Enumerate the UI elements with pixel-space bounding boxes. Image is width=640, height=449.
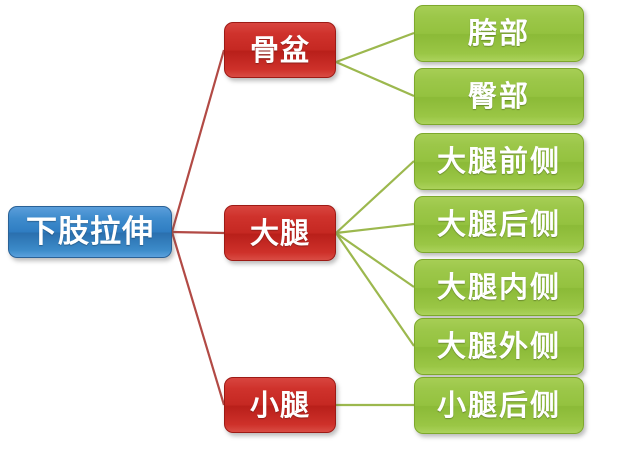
branch-node-datui[interactable]: 大腿 (224, 205, 336, 261)
leaf-node-label: 大腿后侧 (436, 207, 561, 241)
leaf-node-datui-neice[interactable]: 大腿内侧 (414, 259, 584, 316)
edge-gupen-to-kuabu (335, 31, 415, 64)
edge-datui-to-qiance (335, 160, 415, 234)
leaf-node-label: 胯部 (467, 16, 530, 50)
root-node-xiazhilashen[interactable]: 下肢拉伸 (8, 206, 172, 258)
branch-node-gupen[interactable]: 骨盆 (224, 22, 336, 78)
branch-node-label: 大腿 (249, 215, 310, 250)
leaf-node-label: 小腿后侧 (436, 388, 561, 422)
branch-node-xiaotui[interactable]: 小腿 (224, 377, 336, 433)
leaf-node-label: 臀部 (467, 79, 530, 113)
branch-node-label: 骨盆 (249, 32, 310, 67)
edge-gupen-to-tunbu (335, 60, 415, 98)
leaf-node-tunbu[interactable]: 臀部 (414, 68, 584, 125)
leaf-node-kuabu[interactable]: 胯部 (414, 5, 584, 62)
edge-datui-to-waice (335, 232, 415, 347)
leaf-node-datui-waice[interactable]: 大腿外侧 (414, 318, 584, 375)
leaf-node-datui-houce[interactable]: 大腿后侧 (414, 196, 584, 253)
leaf-node-label: 大腿前侧 (436, 144, 561, 178)
edge-root-to-xiaotui (170, 231, 226, 406)
leaf-node-label: 大腿内侧 (436, 270, 561, 304)
edge-datui-to-houce (335, 222, 415, 235)
leaf-node-xiaotui-houce[interactable]: 小腿后侧 (414, 377, 584, 434)
edge-root-to-gupen (170, 49, 226, 233)
edge-datui-to-neice (335, 232, 415, 288)
branch-node-label: 小腿 (249, 387, 310, 422)
leaf-node-datui-qiance[interactable]: 大腿前侧 (414, 133, 584, 190)
root-node-label: 下肢拉伸 (26, 213, 154, 250)
leaf-node-label: 大腿外侧 (436, 329, 561, 363)
edge-root-to-datui (171, 230, 225, 235)
